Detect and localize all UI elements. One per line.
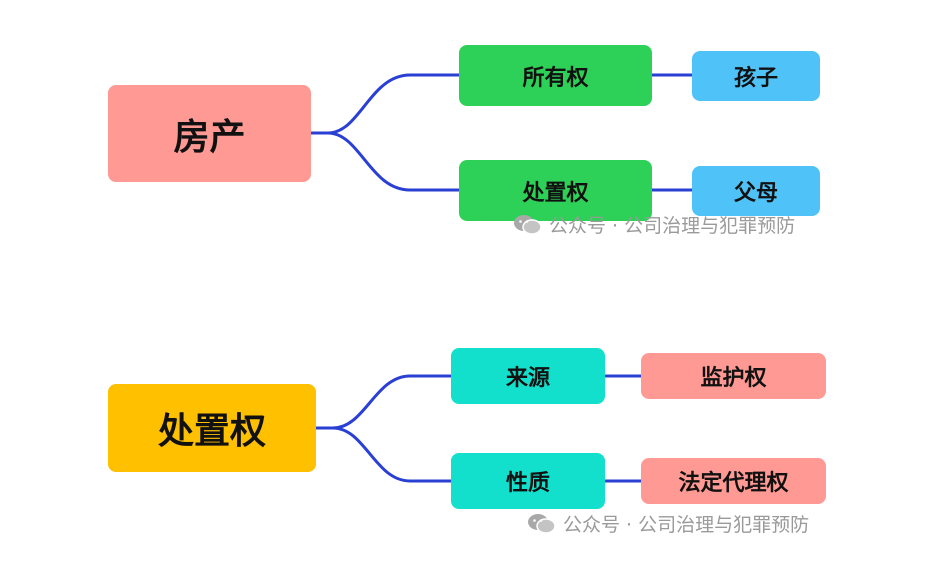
diagram2-connectors	[316, 374, 641, 483]
wechat-icon	[527, 513, 557, 535]
leaf-node-guardianship: 监护权	[641, 353, 826, 399]
branch-node-source: 来源	[451, 348, 605, 404]
watermark-bottom: 公众号 · 公司治理与犯罪预防	[527, 510, 809, 537]
connector-root1-branch1	[311, 73, 459, 135]
leaf-node-legal-agency: 法定代理权	[641, 458, 826, 504]
branch-node-disposal: 处置权	[459, 160, 652, 221]
diagram1-connectors	[311, 73, 692, 192]
wechat-icon	[513, 214, 543, 236]
leaf-node-children: 孩子	[692, 51, 820, 101]
branch-node-ownership: 所有权	[459, 45, 652, 106]
watermark-text: 公众号 · 公司治理与犯罪预防	[549, 215, 796, 237]
root-node-disposal-right: 处置权	[108, 384, 316, 472]
root-node-property: 房产	[108, 85, 311, 182]
leaf-node-parents: 父母	[692, 166, 820, 216]
connector-root2-branch1	[316, 374, 451, 430]
connector-root1-branch2	[311, 131, 459, 192]
watermark-top: 公众号 · 公司治理与犯罪预防	[513, 211, 795, 238]
branch-node-nature: 性质	[451, 453, 605, 509]
watermark-text: 公众号 · 公司治理与犯罪预防	[563, 514, 810, 536]
connector-root2-branch2	[316, 426, 451, 483]
